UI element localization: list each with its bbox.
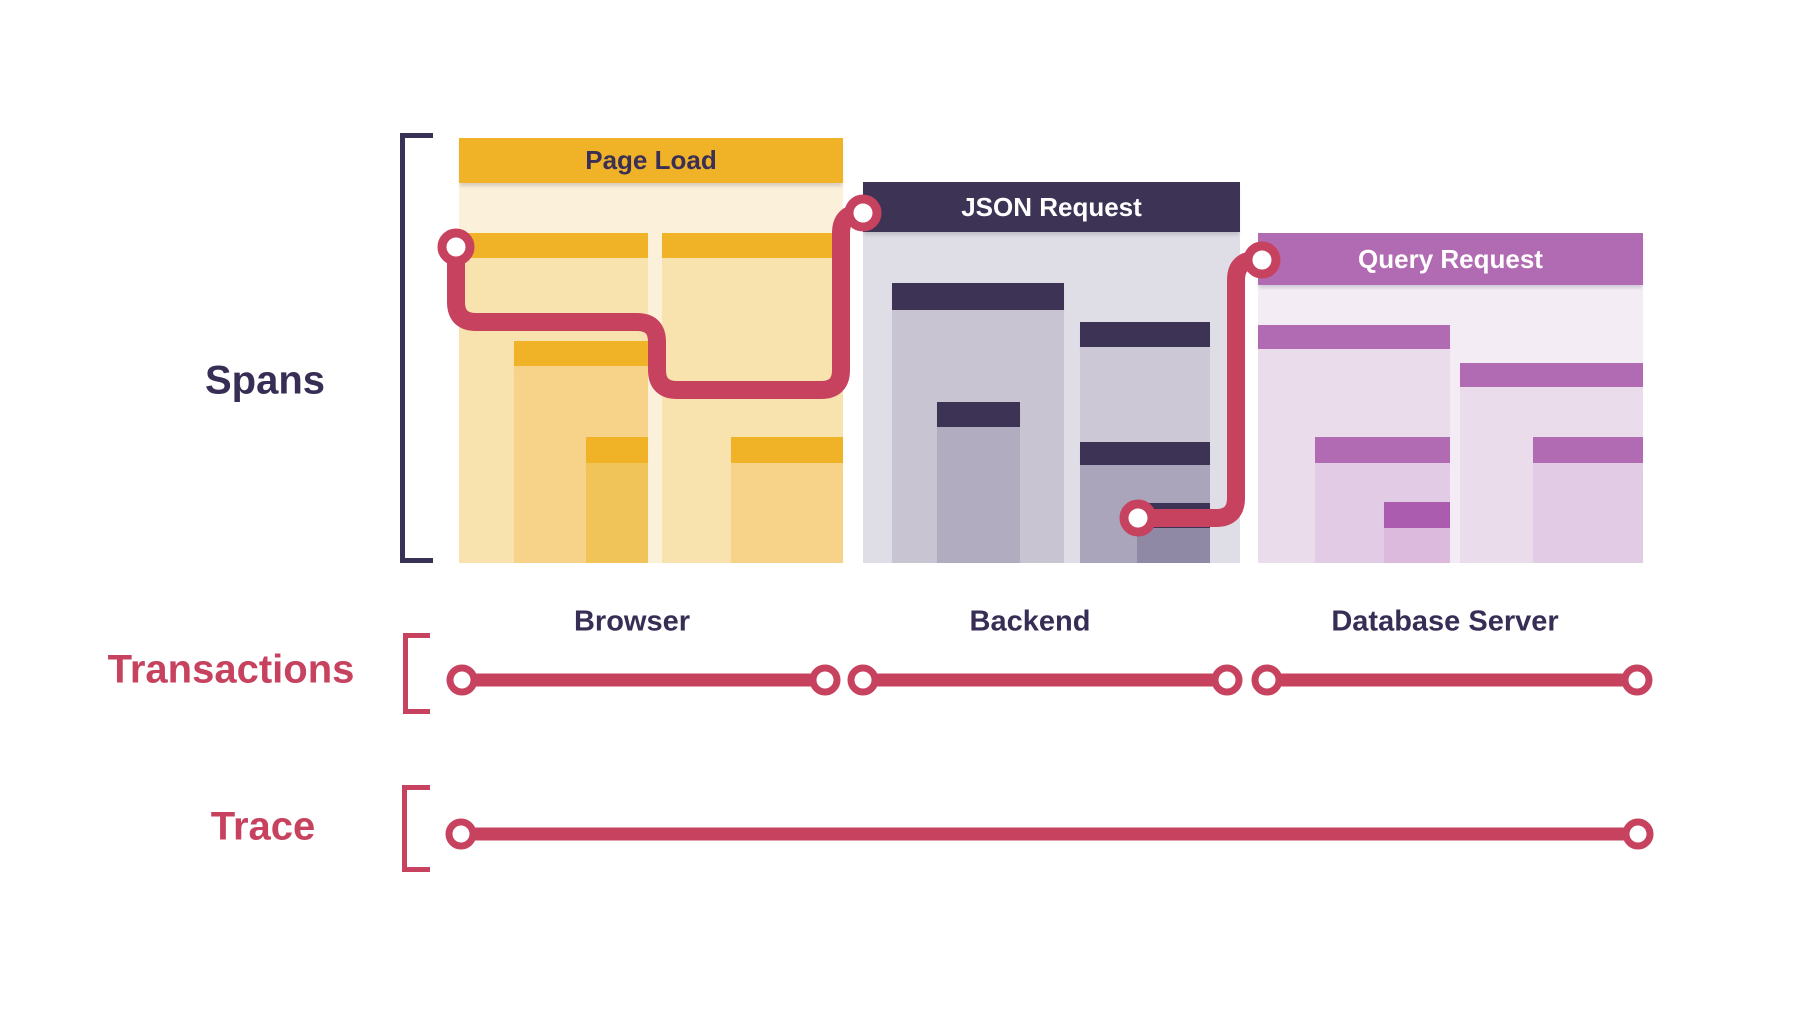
service-label-backend: Backend — [969, 605, 1091, 638]
span-bar-header — [1460, 363, 1643, 387]
span-bar-header — [1315, 437, 1450, 463]
span-bar-header — [731, 437, 843, 463]
span-bar-body — [731, 463, 843, 563]
page-load-header: Page Load — [459, 138, 843, 183]
transaction-point-icon — [847, 664, 879, 696]
trace-point-icon — [844, 194, 882, 232]
trace-point-icon — [1622, 818, 1654, 850]
json-request-header: JSON Request — [863, 182, 1240, 232]
query-request-header: Query Request — [1258, 233, 1643, 285]
service-label-browser: Browser — [573, 605, 691, 638]
span-bar-header — [1080, 442, 1210, 465]
trace-point-icon — [445, 818, 477, 850]
trace-point-icon — [437, 228, 475, 266]
trace-bracket — [402, 785, 430, 872]
trace-path-browser — [447, 204, 872, 399]
trace-path-backend — [1129, 251, 1271, 527]
service-label-database-server: Database Server — [1331, 605, 1559, 638]
span-bar-body — [1384, 528, 1450, 563]
span-bar-header — [459, 233, 648, 258]
span-bar-body — [937, 427, 1020, 563]
span-bar-body — [586, 463, 648, 563]
transactions-label: Transactions — [107, 647, 355, 692]
span-bar-body — [1080, 347, 1210, 442]
span-bar-header — [937, 402, 1020, 427]
trace-point-icon — [1243, 241, 1281, 279]
spans-bracket — [400, 133, 433, 563]
transaction-point-icon — [446, 664, 478, 696]
span-bar-body — [1137, 528, 1210, 563]
span-bar-header — [1258, 325, 1450, 349]
spans-label: Spans — [204, 358, 326, 403]
span-bar-header — [892, 283, 1064, 310]
transactions-bracket — [403, 633, 430, 714]
span-bar-header — [586, 437, 648, 463]
span-bar-header — [662, 233, 843, 258]
span-bar-header — [1384, 502, 1450, 528]
trace-label: Trace — [210, 804, 316, 849]
span-bar-header — [1080, 322, 1210, 347]
transaction-point-icon — [1251, 664, 1283, 696]
transaction-point-icon — [1211, 664, 1243, 696]
span-bar-body — [1533, 463, 1643, 563]
trace-point-icon — [1119, 499, 1157, 537]
transaction-point-icon — [1621, 664, 1653, 696]
span-bar-header — [1533, 437, 1643, 463]
transaction-point-icon — [809, 664, 841, 696]
span-bar-header — [514, 341, 648, 366]
